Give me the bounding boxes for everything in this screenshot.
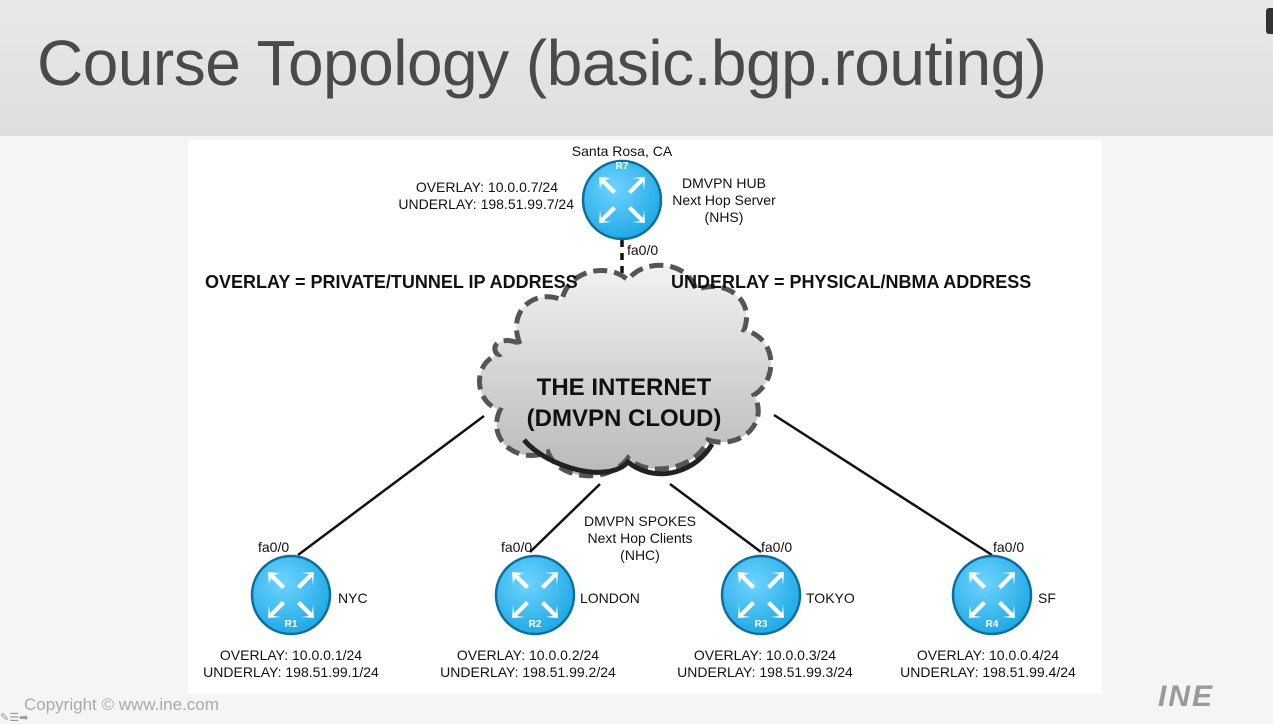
menu-icon[interactable]: ☰	[9, 712, 20, 724]
cloud-icon	[477, 262, 774, 479]
topology-diagram: Santa Rosa, CA R7 OVERLAY: 10.0.0.7/24 U…	[188, 140, 1102, 694]
diagram-graphics	[250, 159, 1033, 636]
r1-router-name: R1	[284, 619, 298, 630]
r4-underlay: UNDERLAY: 198.51.99.4/24	[900, 664, 1076, 680]
link-r4	[773, 413, 993, 557]
hub-role-3: (NHS)	[704, 209, 744, 225]
spokes-label-1: DMVPN SPOKES	[583, 513, 697, 529]
r1-site: NYC	[338, 590, 368, 606]
hub-underlay: UNDERLAY: 198.51.99.7/24	[398, 196, 574, 212]
title-bar: Course Topology (basic.bgp.routing)	[0, 0, 1273, 136]
hub-overlay: OVERLAY: 10.0.0.7/24	[415, 179, 558, 195]
r4-interface: fa0/0	[993, 539, 1025, 555]
hub-interface: fa0/0	[627, 242, 659, 258]
r3-interface: fa0/0	[761, 539, 793, 555]
spokes-label-3: (NHC)	[620, 547, 660, 563]
presenter-tab[interactable]	[1266, 8, 1273, 34]
ine-logo: INE	[1158, 680, 1215, 713]
r1-underlay: UNDERLAY: 198.51.99.1/24	[203, 664, 379, 680]
r3-site: TOKYO	[806, 590, 855, 606]
hub-role-1: DMVPN HUB	[681, 175, 766, 191]
hub-router-name: R7	[615, 161, 629, 172]
r2-router-name: R2	[528, 619, 542, 630]
r4-router-name: R4	[985, 619, 999, 630]
underlay-definition: UNDERLAY = PHYSICAL/NBMA ADDRESS	[671, 272, 1032, 292]
r2-interface: fa0/0	[501, 539, 533, 555]
overlay-definition: OVERLAY = PRIVATE/TUNNEL IP ADDRESS	[205, 272, 578, 292]
slide-title: Course Topology (basic.bgp.routing)	[37, 27, 1047, 99]
r1-overlay: OVERLAY: 10.0.0.1/24	[219, 647, 363, 663]
r1-interface: fa0/0	[258, 539, 290, 555]
hub-role-2: Next Hop Server	[672, 192, 776, 208]
cloud-subtitle: (DMVPN CLOUD)	[526, 405, 722, 432]
r4-site: SF	[1038, 590, 1056, 606]
r2-site: LONDON	[580, 590, 640, 606]
hub-site: Santa Rosa, CA	[571, 143, 673, 159]
r3-overlay: OVERLAY: 10.0.0.3/24	[693, 647, 837, 663]
next-arrow-icon[interactable]: ➡	[19, 712, 29, 724]
slide-controls[interactable]: ✎☰➡	[0, 711, 28, 724]
link-r1	[297, 414, 485, 557]
r4-overlay: OVERLAY: 10.0.0.4/24	[916, 647, 1060, 663]
r3-underlay: UNDERLAY: 198.51.99.3/24	[677, 664, 853, 680]
link-r2	[529, 483, 601, 553]
r3-router-name: R3	[754, 619, 768, 630]
copyright-footer: Copyright © www.ine.com	[24, 695, 219, 714]
link-r3	[669, 482, 762, 554]
r2-overlay: OVERLAY: 10.0.0.2/24	[456, 647, 600, 663]
pen-icon[interactable]: ✎	[0, 712, 10, 724]
cloud-title: THE INTERNET	[536, 374, 712, 401]
spokes-label-2: Next Hop Clients	[587, 530, 693, 546]
r2-underlay: UNDERLAY: 198.51.99.2/24	[440, 664, 616, 680]
